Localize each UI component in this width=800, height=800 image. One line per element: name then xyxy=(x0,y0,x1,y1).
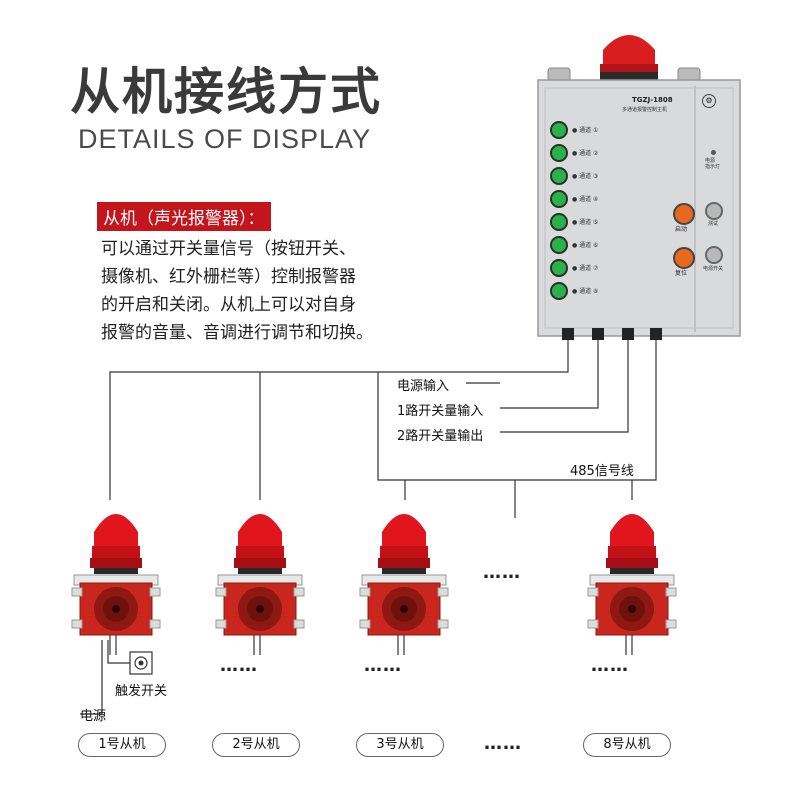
slave3-wires-ellipsis: …… xyxy=(364,655,402,676)
description-line: 的开启和关闭。从机上可以对自身 xyxy=(101,295,356,315)
channel-label: ● 通道 ⑥ xyxy=(572,242,599,249)
test-button-label: 测试 xyxy=(708,221,719,227)
slave-tag-1: 1号从机 xyxy=(78,733,166,757)
alarm-beacon xyxy=(610,514,654,548)
channel-button[interactable] xyxy=(550,121,568,139)
slave-alarm-2 xyxy=(215,514,305,655)
power-switch-label: 电源开关 xyxy=(703,266,724,272)
channel-label: ● 通道 ④ xyxy=(572,196,599,203)
controller-box xyxy=(537,35,741,340)
alarm-beacon xyxy=(382,514,426,548)
power-indicator-lamp xyxy=(711,150,716,155)
channel-button[interactable] xyxy=(550,259,568,277)
description-line: 摄像机、红外栅栏等）控制报警器 xyxy=(101,267,356,287)
controller-model-sub: 多通道报警控制主机 xyxy=(622,107,668,113)
slave-alarm-3 xyxy=(359,514,449,655)
channel-button[interactable] xyxy=(550,144,568,162)
more-tags-ellipsis: …… xyxy=(484,733,522,754)
slave-tag-2: 2号从机 xyxy=(212,733,300,757)
power-indicator-label: 电源 指示灯 xyxy=(705,158,721,170)
slave-tag-3: 3号从机 xyxy=(356,733,444,757)
page-title: 从机接线方式 xyxy=(70,63,382,121)
rs485-bus-label: 485信号线 xyxy=(570,464,634,479)
horn-icon xyxy=(628,605,636,613)
test-button[interactable] xyxy=(705,202,723,220)
reset-button[interactable] xyxy=(673,247,695,269)
switch-output-wire xyxy=(500,340,629,433)
trigger-switch-label: 触发开关 xyxy=(115,684,168,699)
channel-button[interactable] xyxy=(550,236,568,254)
power-input-label: 电源输入 xyxy=(397,379,450,394)
horn-icon xyxy=(256,605,264,613)
page-subtitle: DETAILS OF DISPLAY xyxy=(78,124,372,154)
horn-icon xyxy=(112,605,120,613)
alarm-beacon xyxy=(238,514,282,548)
channel-label: ● 通道 ⑤ xyxy=(572,219,599,226)
more-slaves-ellipsis: …… xyxy=(483,562,521,583)
controller-beacon xyxy=(603,35,655,72)
power-input-wire xyxy=(109,340,569,500)
slave-alarm-8 xyxy=(587,514,677,655)
trigger-switch xyxy=(80,640,153,715)
channel-button[interactable] xyxy=(550,213,568,231)
description-tag: 从机（声光报警器）： xyxy=(97,202,271,231)
controller-model: TGZJ-1808 xyxy=(632,96,673,104)
description-line: 报警的音量、音调进行调节和切换。 xyxy=(101,323,373,343)
slave-power-label: 电源 xyxy=(80,709,107,724)
channel-label: ● 通道 ⑦ xyxy=(572,265,599,272)
alarm-beacon xyxy=(94,514,138,548)
wiring-lines xyxy=(109,340,657,518)
slave-alarm-1 xyxy=(71,514,161,655)
rs485-bus-wire xyxy=(377,340,657,481)
channel-label: ● 通道 ① xyxy=(572,127,599,134)
slave-devices xyxy=(71,514,677,655)
power-switch[interactable] xyxy=(705,246,723,264)
channel-button[interactable] xyxy=(550,282,568,300)
channel-button[interactable] xyxy=(550,167,568,185)
slave8-wires-ellipsis: …… xyxy=(591,655,629,676)
switch-input-label: 1路开关量输入 xyxy=(397,404,484,419)
switch-input-wire xyxy=(500,340,599,409)
slave-tag-8: 8号从机 xyxy=(583,733,671,757)
channel-label: ● 通道 ③ xyxy=(572,173,599,180)
start-button-label: 启动 xyxy=(675,226,688,233)
channel-label: ● 通道 ② xyxy=(572,150,599,157)
channel-button[interactable] xyxy=(550,190,568,208)
controller-logo-icon: ⚙ xyxy=(702,94,716,108)
slave2-wires-ellipsis: …… xyxy=(220,655,258,676)
description-line: 可以通过开关量信号（按钮开关、 xyxy=(101,239,356,259)
start-button[interactable] xyxy=(673,203,695,225)
horn-icon xyxy=(400,605,408,613)
switch-output-label: 2路开关量输出 xyxy=(397,429,484,444)
channel-label: ● 通道 ⑧ xyxy=(572,288,599,295)
reset-button-label: 复位 xyxy=(675,270,688,277)
